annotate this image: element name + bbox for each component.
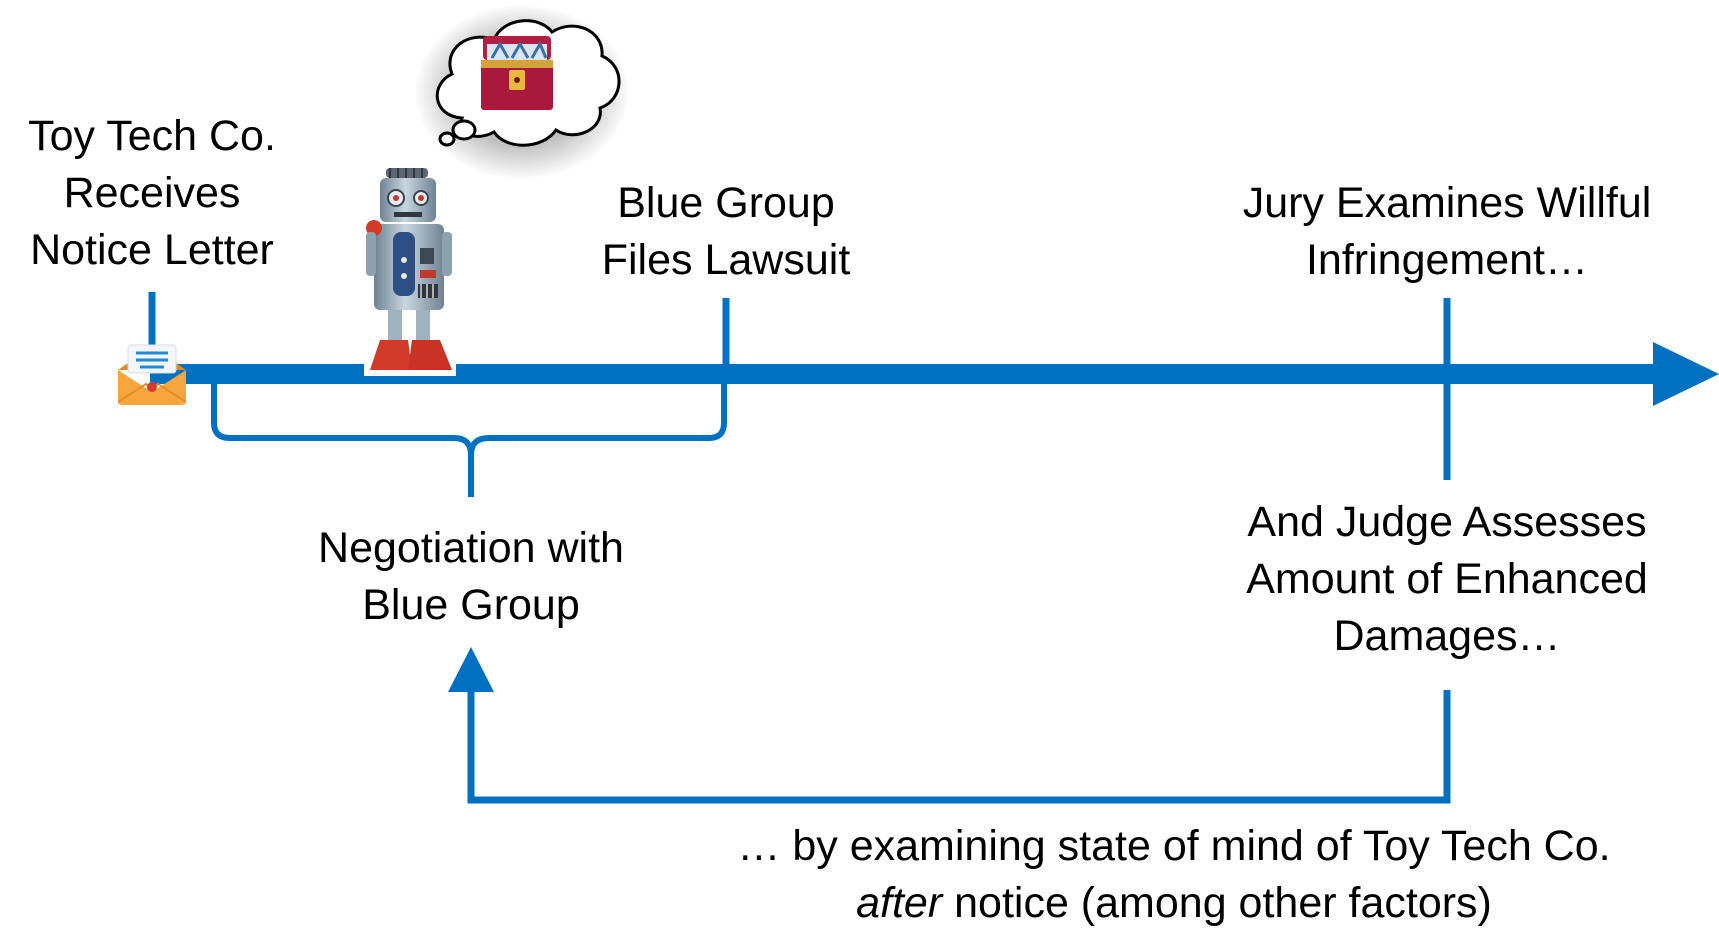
notice-label-line-1: Toy Tech Co. (28, 112, 276, 160)
jury-label-line-2: Infringement… (1305, 236, 1589, 284)
timeline-line (150, 364, 1670, 384)
footer-label-line-2: after notice (among other factors) (737, 875, 1610, 931)
notice-label-line-2: Receives (63, 169, 241, 217)
lawsuit-label: Blue Group Files Lawsuit (602, 175, 851, 289)
footer-label-line-1: … by examining state of mind of Toy Tech… (737, 822, 1611, 870)
negotiation-label-line-2: Blue Group (362, 581, 580, 629)
notice-label: Toy Tech Co. Receives Notice Letter (28, 108, 276, 279)
negotiation-label-line-1: Negotiation with (318, 524, 624, 572)
timeline-axis (150, 342, 1719, 406)
footer-label: … by examining state of mind of Toy Tech… (737, 818, 1610, 931)
footer-italic-word: after (856, 879, 943, 927)
toy-robot-icon (364, 168, 456, 376)
judge-label-line-2: Amount of Enhanced (1246, 555, 1648, 603)
jury-label-line-1: Jury Examines Willful (1242, 179, 1652, 227)
judge-label: And Judge Assesses Amount of Enhanced Da… (1246, 494, 1648, 665)
notice-label-line-3: Notice Letter (30, 226, 274, 274)
footer-label-line-2-rest: notice (among other factors) (942, 879, 1492, 927)
lawsuit-label-line-2: Files Lawsuit (601, 236, 851, 284)
envelope-notice-icon (117, 344, 187, 405)
feedback-connector (467, 690, 1451, 804)
judge-label-line-3: Damages… (1333, 612, 1561, 660)
judge-label-line-1: And Judge Assesses (1247, 498, 1647, 546)
negotiation-brace (211, 374, 727, 497)
negotiation-label: Negotiation with Blue Group (318, 520, 624, 634)
timeline-arrowhead (1653, 342, 1719, 406)
lawsuit-label-line-1: Blue Group (617, 179, 835, 227)
treasure-chest-icon (481, 36, 553, 110)
feedback-arrowhead (448, 647, 494, 692)
jury-label: Jury Examines Willful Infringement… (1243, 175, 1652, 289)
